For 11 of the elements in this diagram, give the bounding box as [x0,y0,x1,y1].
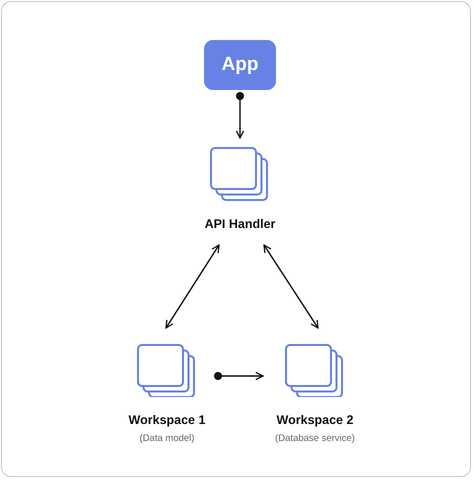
arrow [236,92,244,139]
node-label: API Handler [204,217,276,231]
node-label: Workspace 2 [276,413,354,427]
node-label: App [222,54,258,76]
node-caption: (Database service) [275,433,355,444]
arrow [214,372,264,380]
arrow [165,244,220,329]
node-caption: (Data model) [140,433,194,444]
arrow [263,244,319,329]
node-label: Workspace 1 [128,413,206,427]
app-box [204,40,276,90]
